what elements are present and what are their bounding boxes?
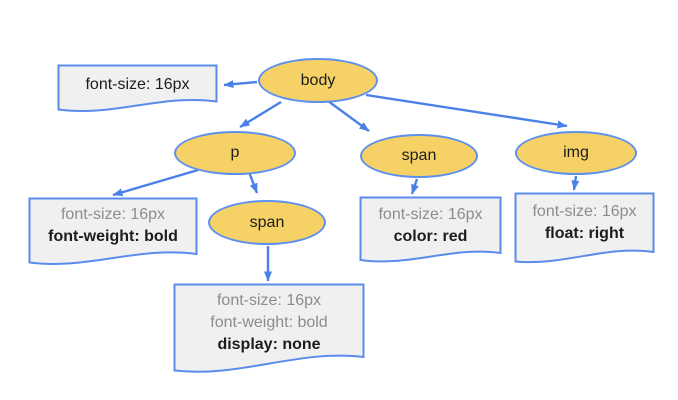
node-span-body-child: span [360, 134, 478, 178]
edge-body-to-body-note [223, 80, 258, 89]
node-img-label: img [563, 144, 589, 161]
document-shape [359, 196, 502, 263]
node-span-p-child: span [208, 200, 326, 245]
note-line: font-size: 16px [60, 206, 166, 223]
note-span-body-styles: font-size: 16px color: red [359, 196, 502, 272]
node-p-label: p [230, 144, 240, 161]
note-line: font-weight: bold [48, 228, 178, 245]
edge-p-to-span [247, 171, 259, 194]
edge-body-to-span [327, 100, 370, 132]
edge-span-body-to-note [410, 178, 419, 195]
edge-p-to-p-note [112, 168, 199, 197]
note-line: font-size: 16px [85, 76, 190, 93]
edge-body-to-img [365, 93, 568, 129]
note-line: float: right [544, 225, 625, 242]
edge-body-to-p [239, 100, 282, 129]
node-span-p-child-label: span [249, 213, 285, 231]
node-body-label: body [300, 71, 336, 89]
node-body: body [258, 58, 378, 103]
document-shape [173, 283, 365, 373]
note-line: font-size: 16px [378, 206, 483, 223]
note-body-styles: font-size: 16px [57, 64, 218, 120]
note-p-styles: font-size: 16px font-weight: bold [28, 197, 198, 273]
document-shape [514, 192, 655, 264]
note-line: display: none [217, 336, 321, 353]
note-line: color: red [393, 228, 468, 245]
edge-img-to-note [571, 175, 580, 191]
node-img: img [515, 131, 637, 175]
document-shape [57, 64, 218, 113]
node-span-body-child-label: span [401, 147, 437, 164]
document-shape [28, 197, 198, 265]
note-img-styles: font-size: 16px float: right [514, 192, 655, 272]
note-span-p-styles: font-size: 16px font-weight: bold displa… [173, 283, 365, 383]
node-p: p [174, 131, 296, 175]
note-line: font-size: 16px [216, 292, 322, 309]
note-line: font-size: 16px [532, 203, 637, 220]
note-line: font-weight: bold [210, 314, 328, 331]
